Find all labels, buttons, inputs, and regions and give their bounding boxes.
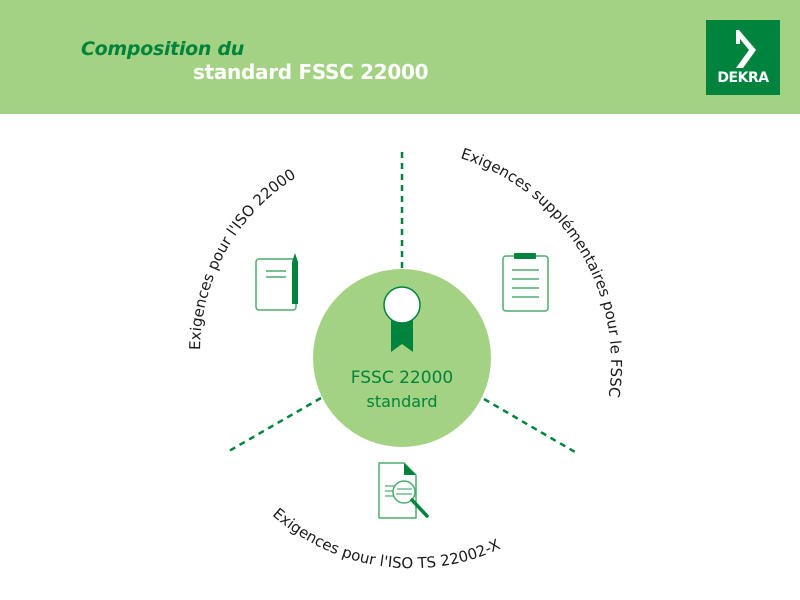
dekra-logo: DEKRA	[706, 20, 780, 95]
segment-label-iso-22000: Exigences pour l'ISO 22000	[186, 165, 299, 350]
header-banner: Composition du standard FSSC 22000 DEKRA	[0, 0, 800, 114]
divider-left	[228, 396, 322, 453]
title-line-2: standard FSSC 22000	[193, 60, 429, 84]
logo-text: DEKRA	[717, 70, 769, 86]
notebook-pen-icon	[255, 253, 298, 311]
center-circle	[313, 269, 491, 447]
center-subtitle: standard	[366, 392, 438, 411]
document-search-icon	[378, 462, 429, 519]
dekra-arrow-icon	[736, 30, 756, 68]
clipboard-icon	[502, 253, 549, 312]
center-title: FSSC 22000	[350, 368, 454, 388]
award-ribbon-icon	[383, 286, 421, 352]
title-line-1: Composition du	[81, 38, 244, 60]
divider-right	[483, 397, 576, 454]
